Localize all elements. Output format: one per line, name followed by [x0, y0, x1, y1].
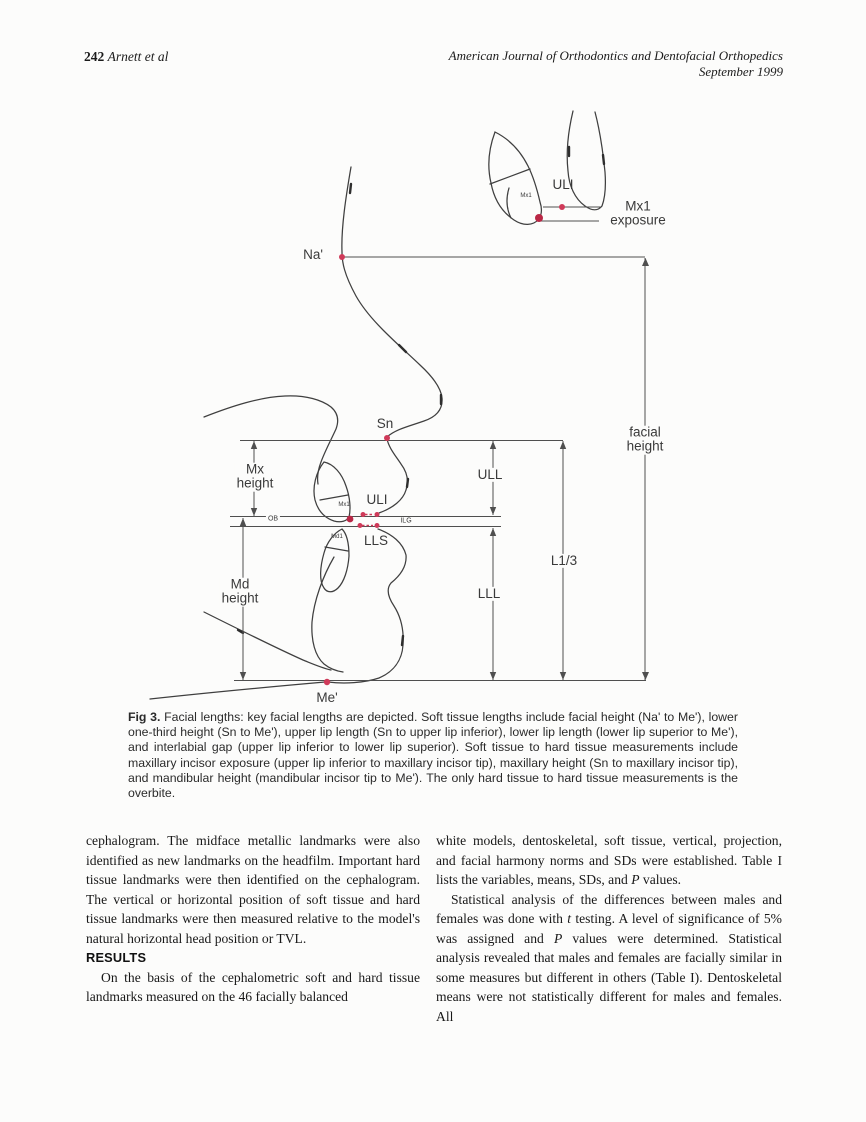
journal-title: American Journal of Orthodontics and Den… — [448, 48, 783, 63]
l13-label: L1/3 — [548, 552, 580, 569]
uli-dot-b — [374, 512, 380, 517]
mandible-border-line — [203, 611, 332, 671]
results-heading: RESULTS — [86, 950, 147, 965]
sn-label: Sn — [376, 415, 394, 431]
right-column: white models, dentoskeletal, soft tissue… — [436, 831, 782, 1026]
figure-caption-text: Facial lengths: key facial lengths are d… — [128, 710, 738, 801]
md1-tooth-label: Md1 — [331, 533, 343, 540]
inset-uli-label: ULI — [552, 176, 574, 192]
running-head-right: American Journal of Orthodontics and Den… — [449, 48, 783, 80]
page-number: 242 — [84, 49, 105, 64]
inset-incisor-crown-line — [506, 187, 512, 219]
inset-mx1-label: Mx1 — [520, 192, 532, 199]
cephalometric-diagram — [149, 110, 649, 700]
ob-label: OB — [265, 515, 281, 523]
lls-dot-b — [374, 523, 380, 528]
upper-lip-outline — [378, 438, 408, 514]
right-p2-text: Statistical analysis of the differences … — [436, 891, 782, 927]
forehead-nose-outline — [341, 166, 443, 438]
left-paragraph-1: cephalogram. The midface metallic landma… — [86, 833, 420, 946]
inset-tip-dot — [535, 214, 543, 222]
inset-uli-dot — [559, 204, 565, 210]
uli-label: ULI — [366, 491, 388, 507]
md-height-label: Md height — [219, 576, 261, 607]
tracing-tick-marks — [236, 145, 606, 647]
right-p2-italic-t: t — [567, 911, 572, 926]
right-p1-italic-p: P — [631, 872, 640, 887]
inset-lip-outline — [566, 110, 606, 211]
lower-incisor-outline — [320, 528, 350, 593]
inset-incisor-outline — [488, 131, 542, 225]
ilg-label: ILG — [398, 517, 414, 525]
lower-lip-chin-outline — [327, 528, 407, 684]
right-p2-italic-p: P — [553, 930, 563, 946]
mx1-tooth-label: Mx1 — [338, 501, 350, 508]
ull-label: ULL — [475, 466, 505, 483]
mx1-exposure-label: Mx1 exposure — [610, 198, 666, 228]
left-column: cephalogram. The midface metallic landma… — [86, 831, 420, 1007]
lls-dot-a — [357, 523, 363, 528]
lls-label: LLS — [363, 532, 389, 548]
arrowheads — [239, 258, 649, 680]
right-p1-text-end: values. — [639, 872, 682, 887]
me-dot — [323, 678, 331, 686]
mx-height-label: Mx height — [234, 461, 276, 492]
landmark-dots — [323, 204, 565, 686]
figure-caption: Fig 3. Facial lengths: key facial length… — [128, 710, 738, 801]
upper-incisor-cervical-line — [319, 494, 349, 501]
mx1-tip-dot — [346, 515, 354, 523]
submental-line — [149, 681, 326, 700]
right-p2-text-end: values were determined. Statistical anal… — [436, 930, 783, 1024]
na-dot — [339, 254, 345, 260]
upper-incisor-outline — [313, 461, 351, 523]
na-label: Na' — [303, 246, 323, 262]
maxilla-outline — [203, 395, 339, 485]
right-p1-text: white models, dentoskeletal, soft tissue… — [436, 833, 782, 887]
profile-tracing — [149, 110, 606, 700]
right-paragraph-1: white models, dentoskeletal, soft tissue… — [436, 831, 782, 890]
left-paragraph-2: On the basis of the cephalometric soft a… — [86, 969, 420, 1005]
figure-caption-tag: Fig 3. — [128, 710, 161, 724]
measurement-lines — [230, 206, 646, 681]
inset-incisor-cervical-line — [489, 168, 531, 185]
uli-dot-a — [360, 512, 366, 517]
right-p2-text-mid: testing. A level of significance of 5% w… — [436, 911, 782, 946]
authors: Arnett et al — [107, 49, 169, 64]
lll-label: LLL — [475, 585, 503, 602]
journal-issue: September 1999 — [698, 64, 783, 79]
sn-dot — [384, 435, 390, 441]
me-label: Me' — [316, 689, 338, 705]
running-head-left: 242 Arnett et al — [84, 49, 168, 65]
lower-incisor-cervical-line — [324, 546, 349, 552]
facial-height-label: facial height — [624, 424, 666, 455]
symphysis-outline — [311, 556, 344, 673]
right-paragraph-2: Statistical analysis of the differences … — [436, 890, 782, 1027]
